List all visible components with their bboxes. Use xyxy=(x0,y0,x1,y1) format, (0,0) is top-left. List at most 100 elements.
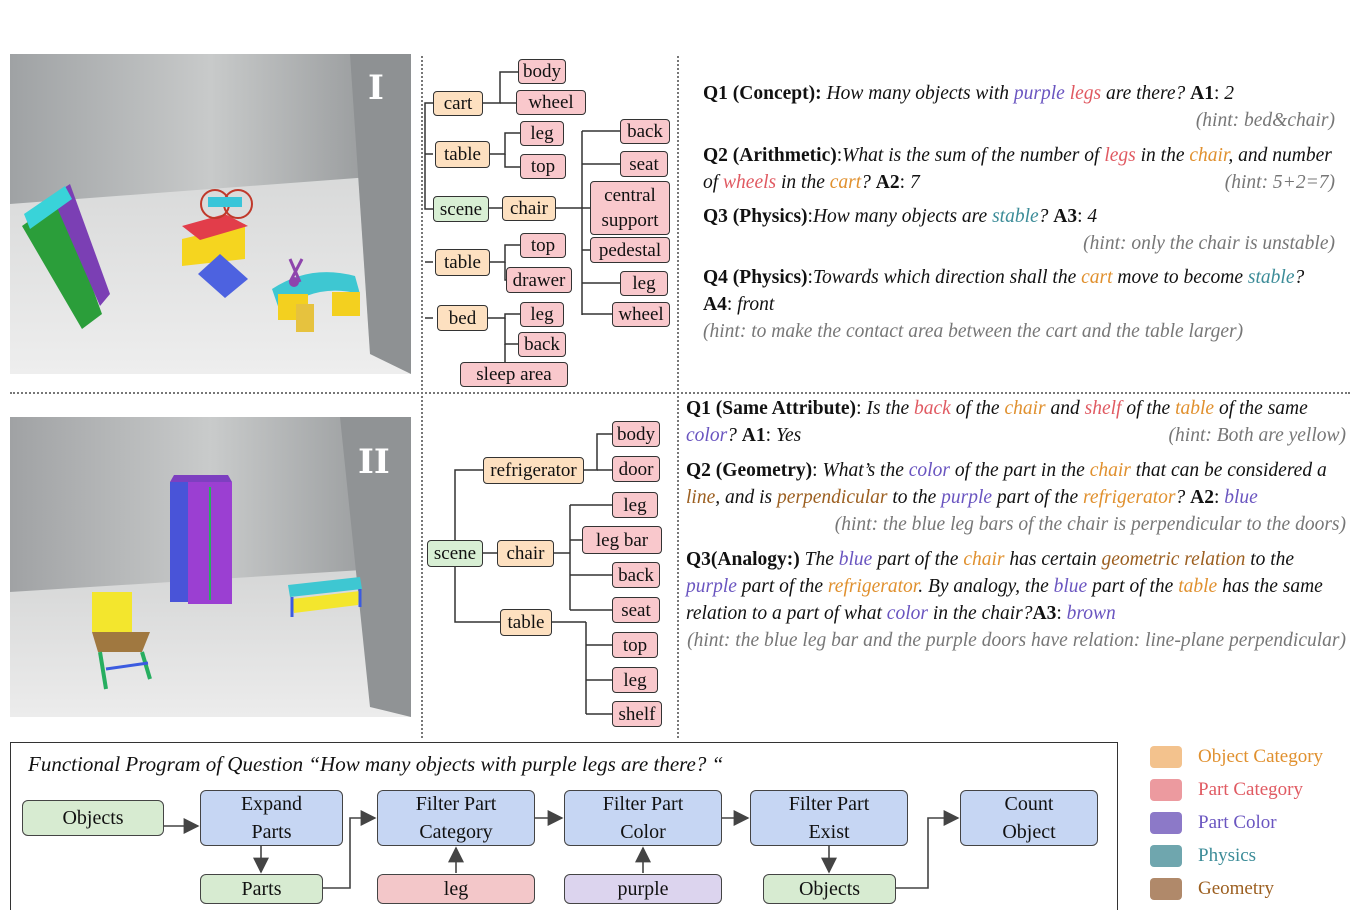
p2-q2-hint: (hint: the blue leg bars of the chair is… xyxy=(834,514,1346,535)
tree1-node-leg: leg xyxy=(520,121,564,146)
qa1-q2: Q2 (Arithmetic):What is the sum of the n… xyxy=(703,142,1335,196)
tree1-node-leg-3: leg xyxy=(620,271,668,296)
qa2-q2: Q2 (Geometry): What’s the color of the p… xyxy=(686,457,1346,538)
a1-label: A1 xyxy=(1190,83,1214,104)
tree1-node-scene: scene xyxy=(433,196,489,222)
a2-label: A2 xyxy=(875,172,900,193)
q4-label: Q4 (Physics) xyxy=(703,267,808,288)
program-parts-box: Parts xyxy=(200,874,323,904)
legend-label-geometry: Geometry xyxy=(1198,878,1274,899)
tree2-node-back: back xyxy=(612,562,660,588)
legend-physics: Physics xyxy=(1150,845,1256,867)
program-count-object-box: Count Object xyxy=(960,790,1098,846)
tree1-node-leg-2: leg xyxy=(520,302,564,327)
legend-swatch-color xyxy=(1150,812,1182,834)
separator-v2 xyxy=(677,56,679,738)
separator-h xyxy=(10,392,1350,394)
tree2-node-table: table xyxy=(500,609,552,636)
tree2-node-shelf: shelf xyxy=(612,701,662,727)
p2-a2-value: blue xyxy=(1224,487,1258,508)
program-leg-box: leg xyxy=(377,874,535,904)
q3-hint: (hint: only the chair is unstable) xyxy=(1083,233,1335,254)
p2-a1-label: A1 xyxy=(741,425,766,446)
legend-label-physics: Physics xyxy=(1198,845,1257,866)
tree1-node-seat: seat xyxy=(620,151,668,177)
q2-label: Q2 (Arithmetic) xyxy=(703,145,837,166)
tree2-node-scene: scene xyxy=(427,540,483,567)
panel-i-label: I xyxy=(368,68,384,108)
program-purple-box: purple xyxy=(564,874,722,904)
tree2-node-leg: leg xyxy=(612,492,658,518)
legend-object-category: Object Category xyxy=(1150,746,1323,768)
legend-label-color: Part Color xyxy=(1198,812,1277,833)
qa2-q1: Q1 (Same Attribute): Is the back of the … xyxy=(686,395,1346,449)
program-title: Functional Program of Question “How many… xyxy=(28,752,724,776)
legend-swatch-object xyxy=(1150,746,1182,768)
tree1-node-chair: chair xyxy=(502,196,556,221)
tree1-node-table: table xyxy=(435,141,490,168)
q4-hint: (hint: to make the contact area between … xyxy=(703,321,1244,342)
tree1-node-top: top xyxy=(520,154,566,179)
q1-text-4: are there? xyxy=(1101,83,1186,104)
qa1-q4: Q4 (Physics):Towards which direction sha… xyxy=(703,264,1335,345)
tree1-node-bed: bed xyxy=(437,305,488,331)
qa1-q1: Q1 (Concept): How many objects with purp… xyxy=(703,80,1335,134)
p2-q3-hint: (hint: the blue leg bar and the purple d… xyxy=(687,630,1346,651)
p2-a2-label: A2 xyxy=(1190,487,1214,508)
qa2-q3: Q3(Analogy:) The blue part of the chair … xyxy=(686,546,1346,654)
legend-part-color: Part Color xyxy=(1150,812,1277,834)
program-filter-exist-box: Filter Part Exist xyxy=(750,790,908,846)
a4-label: A4 xyxy=(703,294,727,315)
program-objects-box: Objects xyxy=(22,800,164,836)
panel-ii-label: II xyxy=(358,442,390,482)
tree1-node-cart: cart xyxy=(433,91,483,116)
program-filter-color-box: Filter Part Color xyxy=(564,790,722,846)
legend-label-part: Part Category xyxy=(1198,779,1304,800)
q2-hint: (hint: 5+2=7) xyxy=(1224,172,1335,193)
tree2-node-body: body xyxy=(612,421,660,447)
tree2-node-refrigerator: refrigerator xyxy=(483,457,584,484)
a2-value: 7 xyxy=(909,172,920,193)
q1-label: Q1 (Concept): xyxy=(703,83,822,104)
tree1-node-wheel: wheel xyxy=(516,90,586,115)
legend-label-object: Object Category xyxy=(1198,746,1324,767)
p2-q1-hint: (hint: Both are yellow) xyxy=(1168,425,1346,446)
tree2-node-leg-bar: leg bar xyxy=(582,526,662,554)
q3-label: Q3 (Physics) xyxy=(703,206,808,227)
q1-hint: (hint: bed&chair) xyxy=(1195,110,1335,131)
p2-q1-label: Q1 (Same Attribute) xyxy=(686,398,857,419)
legend-swatch-geometry xyxy=(1150,878,1182,900)
tree1-node-drawer: drawer xyxy=(506,267,572,293)
tree1-node-back-2: back xyxy=(620,119,670,144)
a4-value: front xyxy=(737,294,775,315)
tree1-node-body: body xyxy=(518,59,566,84)
p2-q2-label: Q2 (Geometry) xyxy=(686,460,813,481)
tree1-node-central-support-label: central support xyxy=(601,185,659,231)
program-filter-category-box: Filter Part Category xyxy=(377,790,535,846)
a3-label: A3 xyxy=(1053,206,1078,227)
tree2-node-top: top xyxy=(612,632,658,658)
tree1-node-sleep-area: sleep area xyxy=(460,362,568,387)
legend-swatch-physics xyxy=(1150,845,1182,867)
qa-panel-2: Q1 (Same Attribute): Is the back of the … xyxy=(686,395,1346,654)
tree1-node-central-support: central support xyxy=(590,181,670,235)
q1-text-purple: purple xyxy=(1013,83,1065,104)
p2-a3-label: A3 xyxy=(1032,603,1057,624)
program-expand-parts-box: Expand Parts xyxy=(200,790,343,846)
tree2-node-leg-2: leg xyxy=(612,667,658,693)
p2-a3-value: brown xyxy=(1066,603,1116,624)
legend-geometry: Geometry xyxy=(1150,878,1274,900)
legend-part-category: Part Category xyxy=(1150,779,1303,801)
scene-render-1 xyxy=(10,54,411,374)
program-panel xyxy=(10,742,1118,910)
separator-v1 xyxy=(421,56,423,738)
legend-swatch-part xyxy=(1150,779,1182,801)
q1-text-legs: legs xyxy=(1069,83,1102,104)
scene-render-2 xyxy=(10,417,411,717)
tree1-node-pedestal: pedestal xyxy=(590,237,670,263)
a3-value: 4 xyxy=(1087,206,1098,227)
tree2-node-seat: seat xyxy=(612,597,660,623)
tree1-node-top-2: top xyxy=(520,233,566,258)
tree2-node-chair: chair xyxy=(497,540,554,567)
tree1-node-table-2: table xyxy=(435,249,490,276)
